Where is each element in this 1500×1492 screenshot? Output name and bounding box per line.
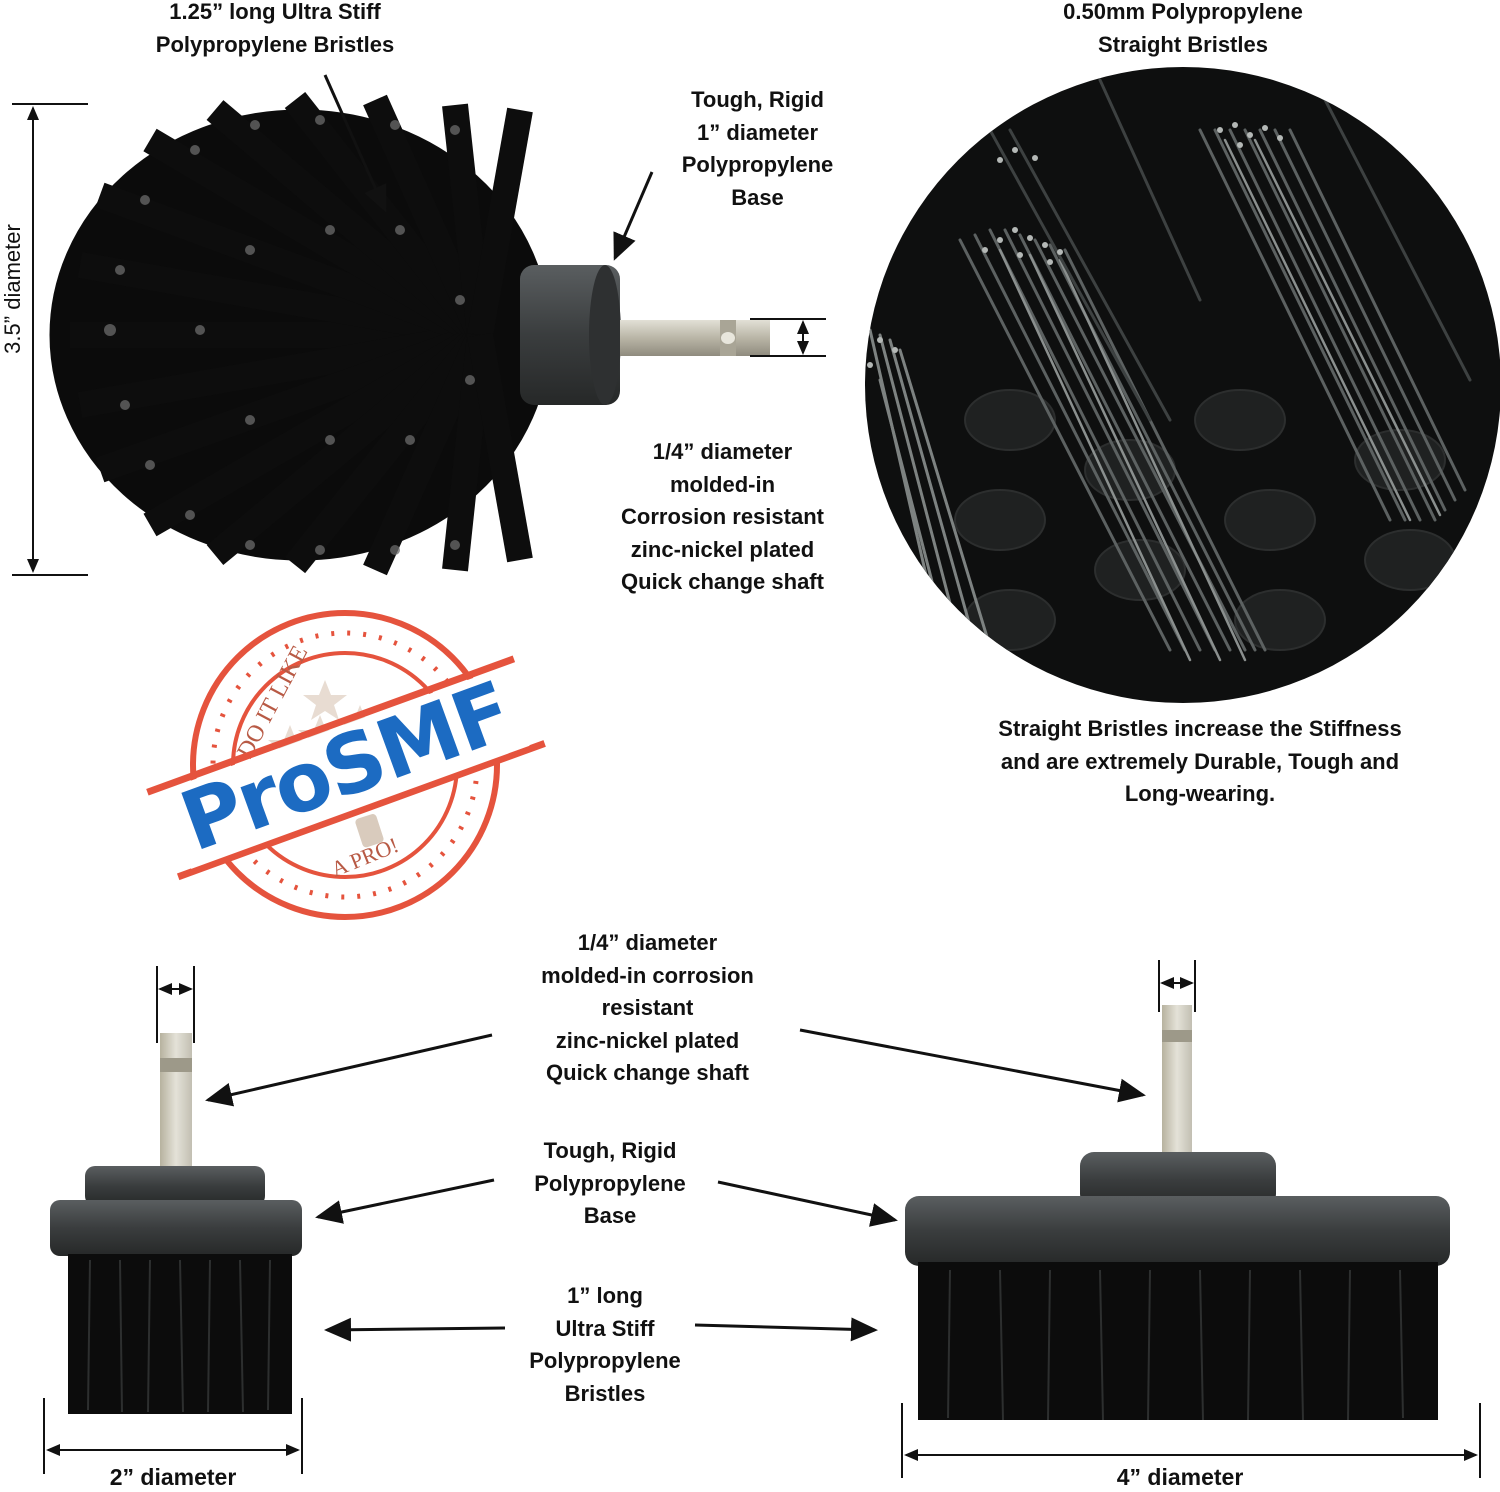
bottom-shaft-callout: 1/4” diameter molded-in corrosion resist… bbox=[541, 930, 754, 1085]
prosmf-logo-stamp: DO IT LIKE ProSMF A PRO! bbox=[146, 610, 546, 920]
small-shaft-dimension-lines bbox=[156, 966, 195, 1043]
round-brush-height-label: 3.5” diameter bbox=[0, 224, 25, 354]
small-diameter-dimension-lines bbox=[43, 1398, 303, 1474]
large-bristle-arrow bbox=[694, 1317, 878, 1342]
height-dimension-lines bbox=[12, 103, 88, 576]
base-callout-arrow bbox=[613, 171, 654, 261]
large-flat-brush-image bbox=[905, 1005, 1450, 1421]
small-brush-diameter-label: 2” diameter bbox=[109, 1464, 237, 1490]
large-brush-diameter-label: 4” diameter bbox=[1116, 1464, 1244, 1490]
large-shaft-dimension-lines bbox=[1158, 960, 1196, 1012]
small-shaft-arrow bbox=[205, 1033, 493, 1107]
small-bristle-arrow bbox=[324, 1317, 506, 1342]
closeup-caption: Straight Bristles increase the Stiffness… bbox=[998, 716, 1402, 806]
small-flat-brush-image bbox=[50, 1033, 302, 1414]
closeup-title: 0.50mm Polypropylene Straight Bristles bbox=[1063, 0, 1303, 57]
bristle-callout-arrow bbox=[323, 74, 387, 213]
small-base-arrow bbox=[315, 1178, 495, 1224]
shaft-dimension-lines bbox=[750, 318, 826, 357]
large-base-arrow bbox=[717, 1180, 898, 1227]
large-shaft-arrow bbox=[799, 1028, 1146, 1103]
bristle-closeup-image bbox=[865, 67, 1500, 703]
round-brush-image bbox=[49, 91, 770, 576]
bottom-bristle-callout: 1” long Ultra Stiff Polypropylene Bristl… bbox=[529, 1283, 681, 1406]
round-brush-base-callout: Tough, Rigid 1” diameter Polypropylene B… bbox=[681, 87, 834, 210]
bottom-base-callout: Tough, Rigid Polypropylene Base bbox=[534, 1138, 686, 1228]
round-brush-shaft-callout: 1/4” diameter molded-in Corrosion resist… bbox=[621, 439, 824, 594]
large-diameter-dimension-lines bbox=[901, 1403, 1481, 1478]
round-brush-bristle-callout: 1.25” long Ultra Stiff Polypropylene Bri… bbox=[155, 0, 395, 57]
